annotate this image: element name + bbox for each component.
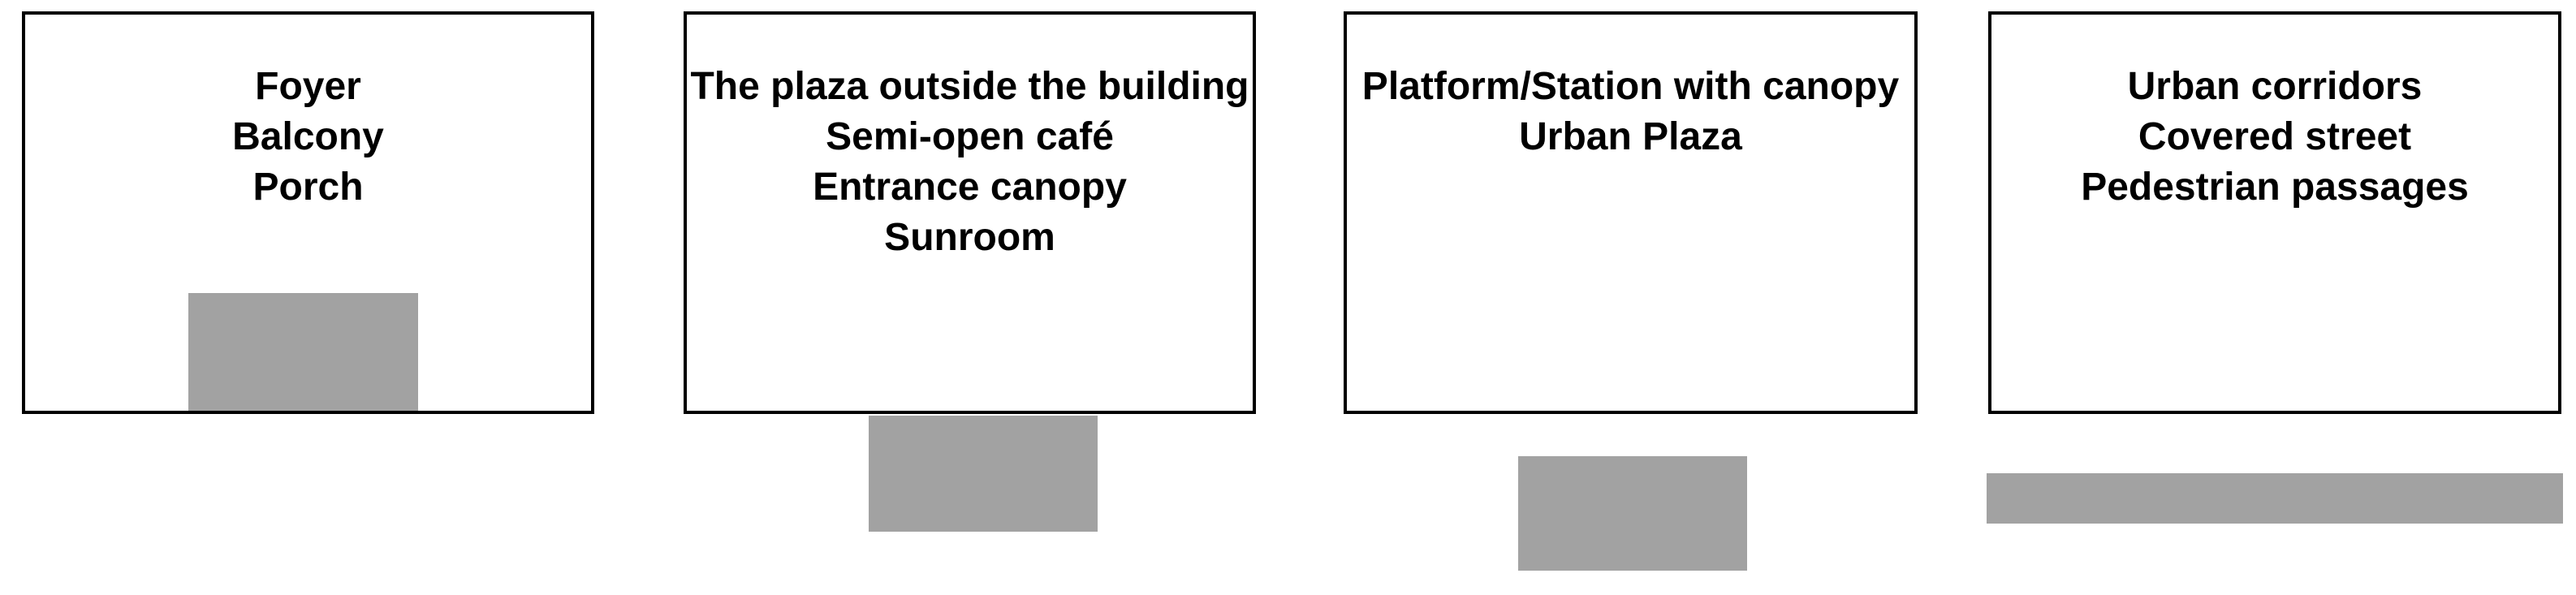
gray-swatch-4-bar [1987,473,2563,524]
category-label: Platform/Station with canopy [1361,65,1900,108]
category-label: Pedestrian passages [2081,166,2469,209]
category-box-4: Urban corridors Covered street Pedestria… [1988,11,2561,414]
category-label: Covered street [2138,115,2412,158]
category-label: Urban Plaza [1519,115,1742,158]
category-label: The plaza outside the building [690,65,1249,108]
category-label: Foyer [255,65,361,108]
category-box-3: Platform/Station with canopy Urban Plaza [1344,11,1918,414]
gray-swatch-1 [188,293,418,412]
category-label: Balcony [232,115,384,158]
category-box-2: The plaza outside the building Semi-open… [684,11,1256,414]
category-label: Semi-open café [826,115,1114,158]
category-box-1: Foyer Balcony Porch [22,11,594,414]
category-label: Entrance canopy [813,166,1127,209]
category-label: Porch [252,166,364,209]
gray-swatch-3 [1518,456,1747,571]
gray-swatch-2 [869,416,1098,532]
category-label: Sunroom [884,216,1055,259]
category-label: Urban corridors [2127,65,2423,108]
